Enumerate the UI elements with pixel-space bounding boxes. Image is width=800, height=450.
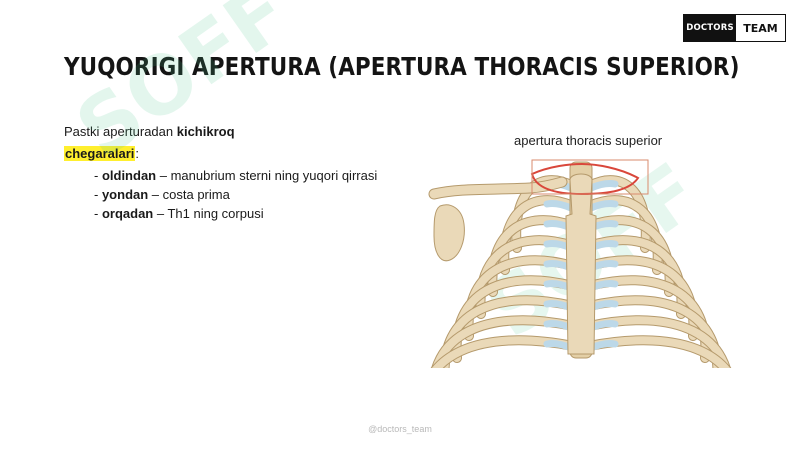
logo-right-text: TEAM <box>743 21 778 35</box>
left-clavicle-fill <box>429 177 567 199</box>
list-item: - orqadan – Th1 ning corpusi <box>94 206 264 221</box>
figure-caption: apertura thoracis superior <box>514 133 663 148</box>
borders-list: - oldindan – manubrium sterni ning yuqor… <box>94 166 377 223</box>
left-scapula <box>433 204 465 262</box>
rib <box>585 316 730 368</box>
rib <box>585 336 730 368</box>
list-item: - oldindan – manubrium sterni ning yuqor… <box>94 168 378 183</box>
intro-text: Pastki aperturadan <box>64 124 177 139</box>
border-term: orqadan <box>101 206 154 221</box>
aperture-outline <box>530 162 640 196</box>
costal-cartilage <box>543 200 575 212</box>
aperture-label-box <box>531 159 649 195</box>
rib <box>432 336 577 368</box>
sternum <box>565 173 597 355</box>
ribs <box>430 175 732 368</box>
rib <box>432 316 577 368</box>
border-desc: – manubrium sterni ning yuqori qirrasi <box>156 168 378 183</box>
thorax-illustration <box>428 159 732 368</box>
list-item: - yondan – costa prima <box>94 187 230 202</box>
border-term: yondan <box>101 187 149 202</box>
footer-handle: @doctors_team <box>368 424 432 434</box>
costal-cartilage <box>587 180 619 192</box>
intro-bold: kichikroq <box>176 124 235 139</box>
intro-line: Pastki aperturadan kichikroq <box>64 124 235 139</box>
borders-label-suffix: : <box>135 146 139 161</box>
costal-cartilage <box>587 200 619 212</box>
slide-title: YUQORIGI APERTURA (APERTURA THORACIS SUP… <box>64 52 740 81</box>
border-term: oldindan <box>101 168 157 183</box>
brand-logo: DOCTORS TEAM <box>683 14 786 42</box>
border-desc: – costa prima <box>148 187 230 202</box>
borders-label: chegaralari: <box>64 146 139 161</box>
logo-left-text: DOCTORS <box>684 15 736 41</box>
border-desc: – Th1 ning corpusi <box>153 206 264 221</box>
borders-label-highlight: chegaralari <box>64 146 136 161</box>
